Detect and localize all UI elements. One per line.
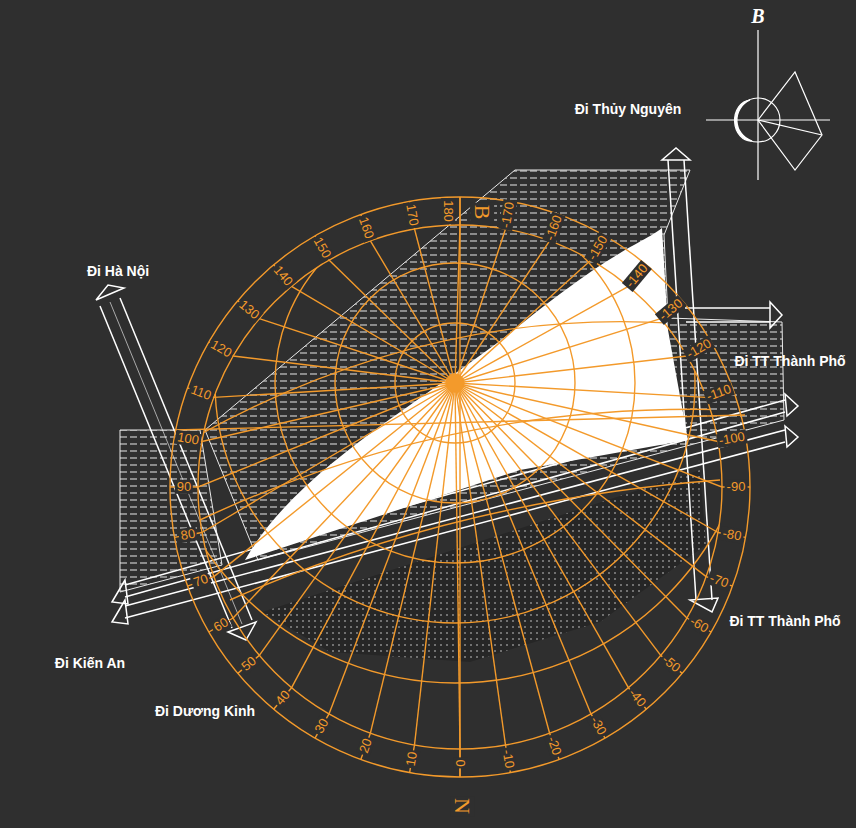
azimuth-line [455, 383, 506, 745]
azimuth-line [202, 383, 455, 533]
azimuth-line [455, 225, 460, 383]
north-letter: B [751, 5, 764, 27]
azimuth-line [455, 383, 460, 749]
azimuth-line [455, 356, 687, 383]
azimuth-number: -40 [625, 685, 651, 712]
azimuth-number: 110 [187, 382, 215, 404]
azimuth-number: 50 [237, 653, 260, 676]
road [96, 285, 256, 640]
azimuth-number: 70 [190, 572, 212, 592]
azimuth-line [455, 383, 706, 397]
azimuth-number: 90 [175, 480, 193, 494]
azimuth-line [455, 383, 628, 688]
azimuth-line [455, 260, 591, 383]
azimuth-number: 30 [311, 714, 333, 737]
azimuth-line [455, 319, 661, 383]
compass-letter: N [450, 796, 474, 816]
azimuth-line [198, 383, 455, 487]
azimuth-number: 0 [453, 757, 467, 768]
road-label: Đi TT Thành Phố [734, 354, 845, 369]
sun-path-chart [155, 83, 755, 777]
azimuth-number: 40 [271, 687, 294, 710]
road-label: Đi TT Thành Phố [729, 614, 840, 629]
azimuth-number: 20 [356, 735, 376, 757]
azimuth-line [370, 383, 455, 733]
azimuth-line [214, 383, 455, 397]
azimuth-line [370, 241, 455, 383]
azimuth-number: -50 [658, 652, 685, 678]
azimuth-line [455, 383, 687, 618]
azimuth-number: 10 [403, 748, 420, 769]
road [662, 148, 782, 612]
azimuth-number: -30 [586, 713, 610, 740]
azimuth-line [259, 319, 455, 383]
road-label: Đi Hà Nội [87, 264, 149, 279]
azimuth-number: -80 [719, 526, 744, 544]
azimuth-number: -20 [544, 733, 565, 759]
road-label: Đi Dương Kinh [155, 704, 255, 719]
road-label: Đi Kiến An [55, 656, 125, 671]
azimuth-line [233, 383, 455, 618]
azimuth-number: 180 [441, 198, 455, 224]
azimuth-line [214, 383, 455, 577]
azimuth-number: 160 [354, 213, 376, 242]
azimuth-line [292, 286, 455, 383]
azimuth-line [455, 383, 706, 577]
road-label: Đi Thủy Nguyên [575, 102, 682, 117]
azimuth-line [455, 241, 550, 383]
azimuth-line [329, 260, 455, 383]
azimuth-line [233, 356, 455, 383]
azimuth-number: -70 [706, 571, 732, 592]
azimuth-line [455, 383, 718, 533]
north-arrow [706, 30, 830, 180]
azimuth-line [455, 383, 661, 655]
azimuth-line [455, 383, 718, 442]
azimuth-number: 170 [403, 201, 422, 229]
azimuth-number: -60 [686, 613, 713, 637]
azimuth-line [455, 383, 591, 714]
azimuth-line [415, 229, 456, 383]
azimuth-line [329, 383, 455, 714]
azimuth-line [292, 383, 455, 688]
compass-letter: B [470, 203, 494, 222]
azimuth-number: -10 [499, 746, 517, 771]
azimuth-line [202, 383, 455, 442]
azimuth-line [455, 383, 550, 733]
azimuth-number: -90 [725, 480, 748, 494]
azimuth-line [455, 286, 628, 383]
azimuth-number: -100 [716, 429, 748, 448]
